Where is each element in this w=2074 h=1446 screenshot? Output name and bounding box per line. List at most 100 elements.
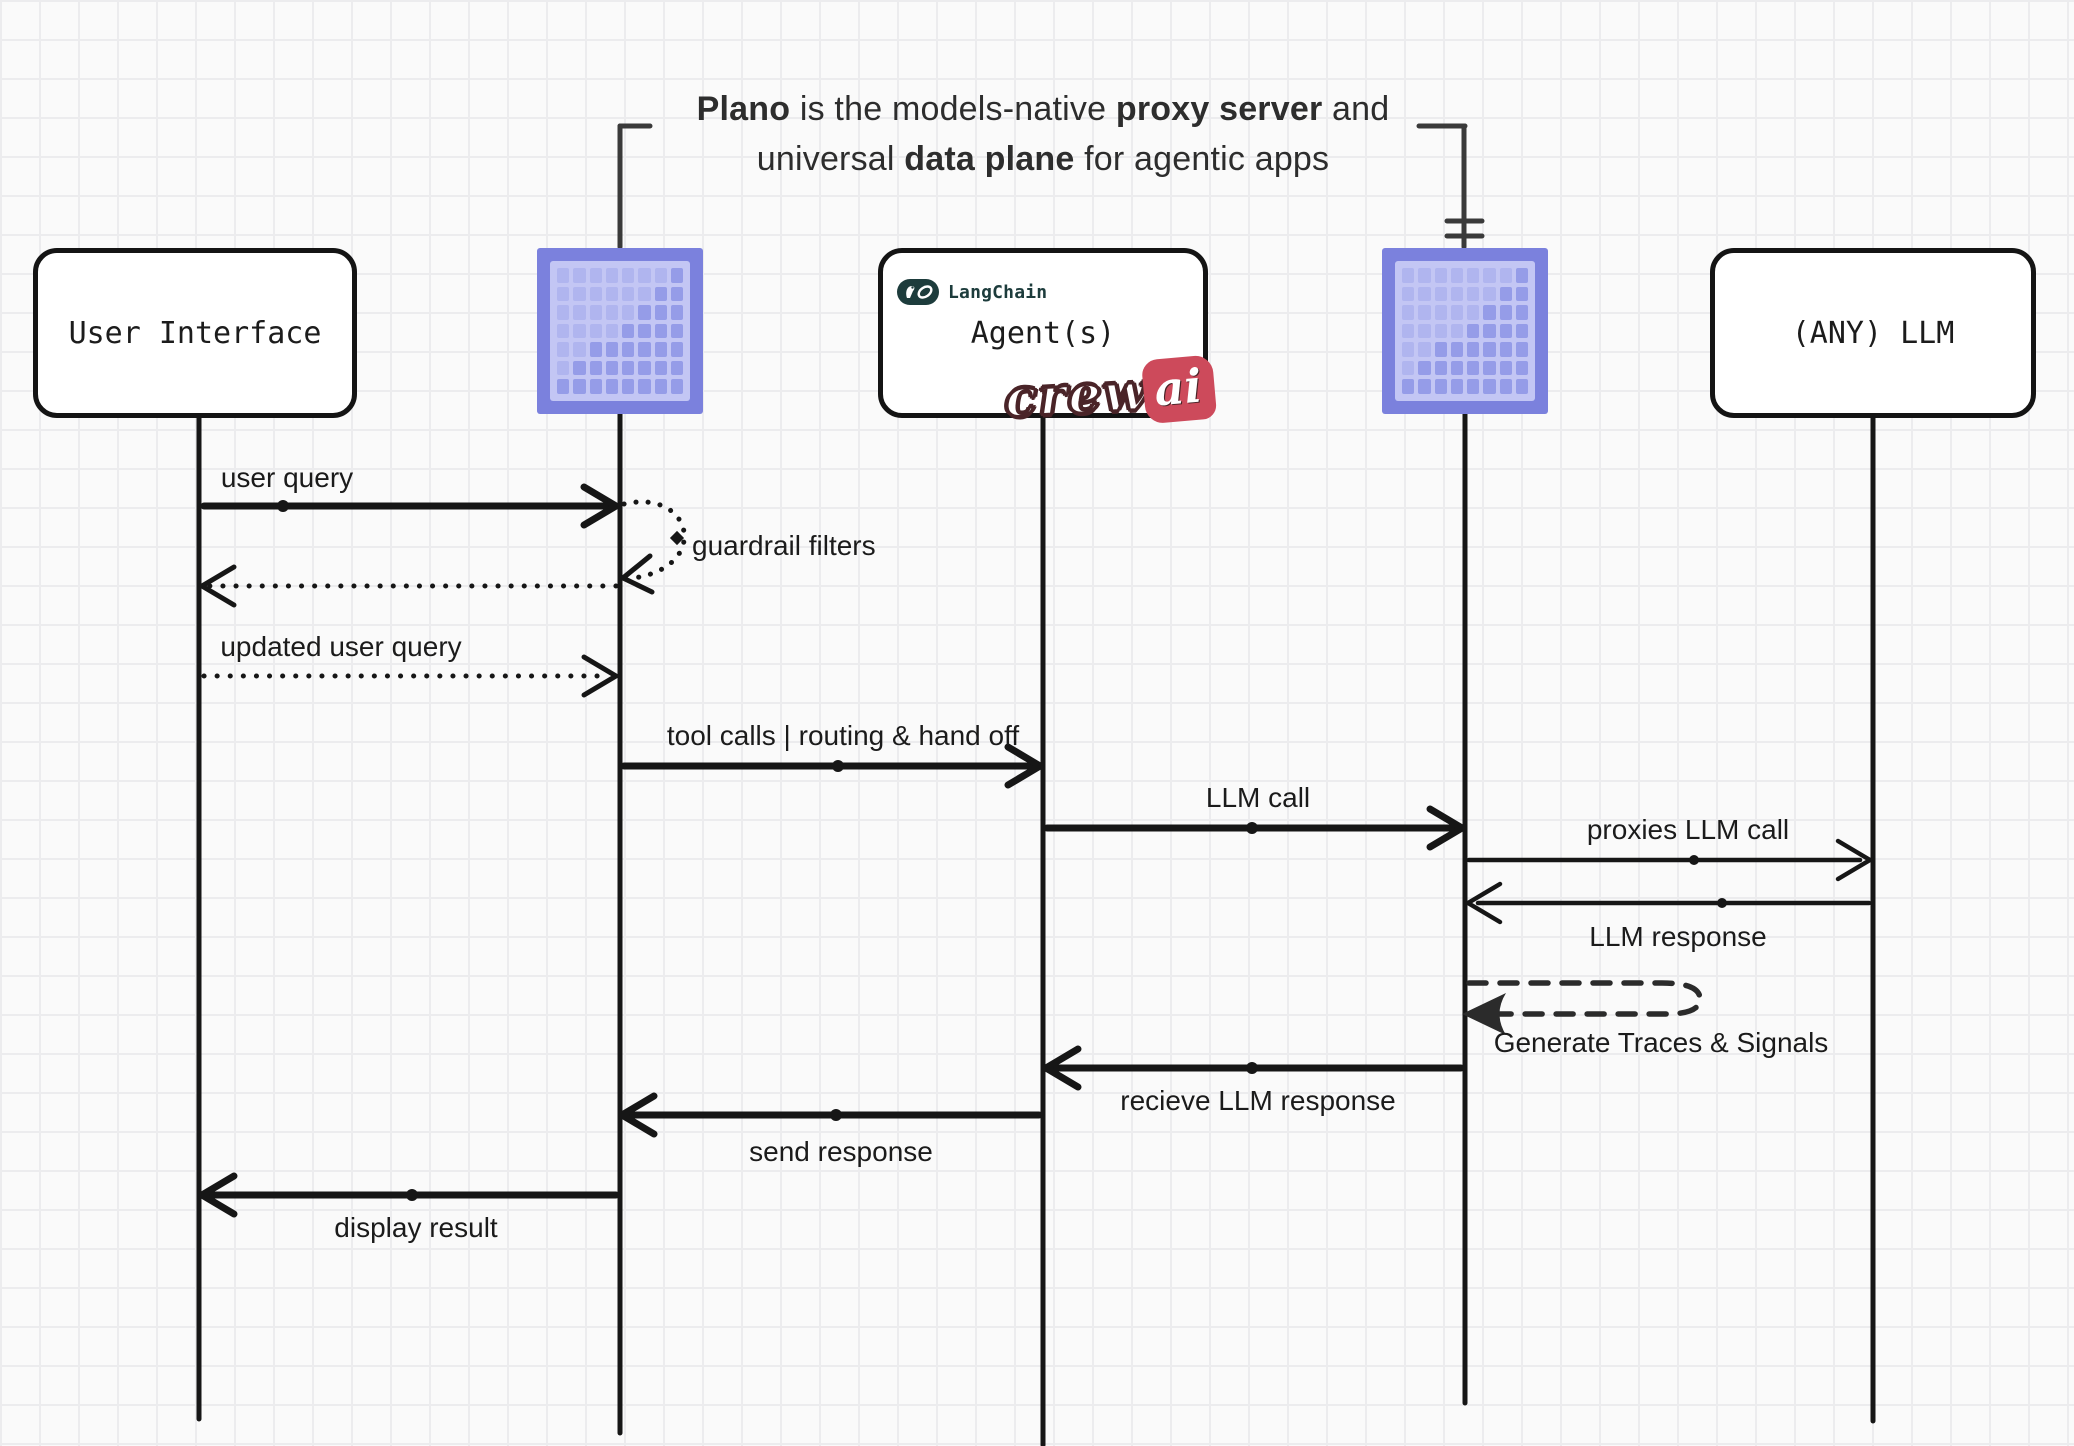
pixel-cell — [1515, 379, 1528, 394]
pixel-cell — [638, 323, 651, 339]
label-llm-call: LLM call — [1205, 782, 1311, 813]
arrow-recieve-llm-response — [1042, 1045, 1465, 1091]
label-send-response: send response — [749, 1136, 933, 1167]
pixel-cell — [670, 305, 683, 320]
pixel-cell — [622, 342, 635, 357]
pixel-cell — [1499, 268, 1512, 283]
langchain-label: LangChain — [948, 281, 1048, 303]
diagram-title: Plano is the models-native proxy server … — [520, 84, 1566, 184]
pixel-cell — [1434, 268, 1447, 283]
pixel-cell — [622, 360, 635, 376]
pixel-cell — [1434, 342, 1447, 357]
pixel-cell — [1483, 268, 1496, 283]
pixel-cell — [654, 305, 667, 320]
pixel-cell — [573, 342, 586, 357]
pixel-cell — [654, 360, 667, 376]
pixel-cell — [1499, 379, 1512, 394]
arrow-tool-calls — [620, 743, 1044, 789]
arrow-llm-response — [1465, 881, 1872, 925]
plano-pixel-grid — [550, 261, 690, 401]
pixel-cell — [654, 286, 667, 302]
pixel-cell — [1483, 323, 1496, 339]
pixel-cell — [605, 379, 618, 394]
arrow-send-response — [618, 1092, 1043, 1138]
actor-any-llm: (ANY) LLM — [1710, 248, 2036, 418]
label-llm-response: LLM response — [1589, 921, 1767, 952]
arrow-proxies-llm-call — [1466, 838, 1873, 882]
pixel-cell — [1467, 286, 1480, 302]
pixel-cell — [1450, 323, 1463, 339]
pixel-cell — [1450, 360, 1463, 376]
pixel-cell — [622, 286, 635, 302]
pixel-cell — [1418, 286, 1431, 302]
pixel-cell — [1483, 379, 1496, 394]
title-bold-segment: Plano — [696, 90, 791, 128]
title-bold-segment: data plane — [904, 140, 1075, 178]
pixel-cell — [589, 323, 602, 339]
pixel-cell — [1434, 323, 1447, 339]
pixel-cell — [1515, 342, 1528, 357]
label-user-query: user query — [220, 462, 354, 493]
pixel-cell — [557, 379, 570, 394]
title-bracket-right — [1416, 123, 1485, 250]
lifelines — [196, 411, 1876, 1446]
pixel-cell — [589, 268, 602, 283]
pixel-cell — [1418, 342, 1431, 357]
pixel-cell — [605, 268, 618, 283]
actor-user-interface: User Interface — [33, 248, 357, 418]
pixel-cell — [638, 268, 651, 283]
actor-any-llm-label: (ANY) LLM — [1791, 315, 1955, 351]
pixel-cell — [1418, 379, 1431, 394]
pixel-cell — [1418, 323, 1431, 339]
arrow-llm-call — [1043, 805, 1466, 851]
pixel-cell — [638, 379, 651, 394]
pixel-cell — [605, 286, 618, 302]
label-tool-calls: tool calls | routing & hand off — [666, 720, 1020, 751]
pixel-cell — [1483, 286, 1496, 302]
pixel-cell — [589, 379, 602, 394]
pixel-cell — [1402, 286, 1415, 302]
title-bold-segment: proxy server — [1115, 90, 1323, 128]
pixel-cell — [1515, 323, 1528, 339]
pixel-cell — [573, 323, 586, 339]
pixel-cell — [638, 342, 651, 357]
title-segment: and — [1322, 90, 1390, 128]
pixel-cell — [622, 305, 635, 320]
pixel-cell — [1434, 379, 1447, 394]
label-guardrail-filters: guardrail filters — [692, 530, 876, 561]
pixel-cell — [1467, 305, 1480, 320]
pixel-cell — [1450, 342, 1463, 357]
pixel-cell — [1499, 342, 1512, 357]
pixel-cell — [670, 360, 683, 376]
pixel-cell — [1402, 342, 1415, 357]
arrow-guardrail-return — [199, 564, 619, 608]
loop-guardrail-filters — [620, 499, 687, 595]
pixel-cell — [622, 379, 635, 394]
pixel-cell — [1418, 268, 1431, 283]
pixel-cell — [1418, 305, 1431, 320]
pixel-cell — [557, 305, 570, 320]
label-updated-user-query: updated user query — [220, 631, 462, 662]
pixel-cell — [622, 323, 635, 339]
title-line-2: universal data plane for agentic apps — [520, 134, 1566, 184]
pixel-cell — [1499, 323, 1512, 339]
pixel-cell — [670, 342, 683, 357]
pixel-cell — [1402, 268, 1415, 283]
crewai-accent-text: ai — [1140, 354, 1218, 425]
plano-dataplane-icon — [1382, 248, 1548, 414]
pixel-cell — [605, 323, 618, 339]
pixel-cell — [1434, 360, 1447, 376]
pixel-cell — [1418, 360, 1431, 376]
title-segment: is the models-native — [790, 90, 1116, 128]
pixel-cell — [605, 360, 618, 376]
crewai-script-text: crew — [1002, 359, 1153, 431]
label-recieve-llm-response: recieve LLM response — [1120, 1085, 1396, 1116]
pixel-cell — [1450, 286, 1463, 302]
pixel-cell — [1483, 342, 1496, 357]
actor-user-interface-label: User Interface — [68, 315, 322, 351]
pixel-cell — [1467, 268, 1480, 283]
arrow-user-query — [200, 483, 620, 529]
langchain-badge: LangChain — [897, 279, 1047, 305]
